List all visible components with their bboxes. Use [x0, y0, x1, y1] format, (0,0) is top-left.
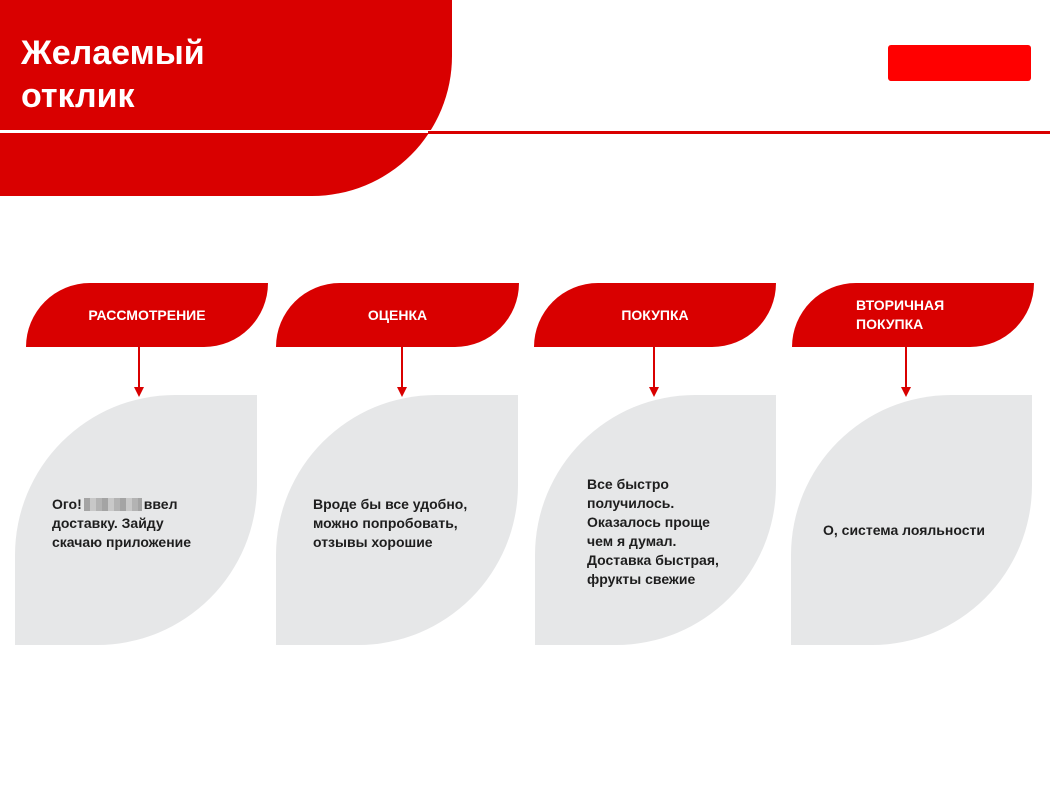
response-text: Вроде бы все удобно, можно попробовать, … — [313, 496, 468, 550]
stage-tab-evaluation: ОЦЕНКА — [276, 283, 519, 347]
header-red-button[interactable] — [888, 45, 1031, 81]
stage-label: РАССМОТРЕНИЕ — [88, 306, 206, 323]
stage-label: ПОКУПКА — [621, 306, 689, 323]
page-title: Желаемый отклик — [21, 32, 205, 118]
arrow-down-icon — [649, 347, 659, 397]
title-line-1: Желаемый — [21, 34, 205, 72]
stage-label: ОЦЕНКА — [367, 306, 428, 323]
stage-tab-purchase: ПОКУПКА — [534, 283, 776, 347]
response-card-repeat-purchase — [791, 395, 1032, 645]
title-line-2: отклик — [21, 77, 135, 115]
stage-tab-repeat-purchase: ВТОРИЧНАЯ ПОКУПКА — [792, 283, 1034, 347]
stage-tab-consideration: РАССМОТРЕНИЕ — [26, 283, 268, 347]
header-banner — [0, 0, 452, 196]
arrow-down-icon — [134, 347, 144, 397]
stage-label: ВТОРИЧНАЯ ПОКУПКА — [856, 297, 945, 332]
arrow-down-icon — [397, 347, 407, 397]
redacted-brand-name — [83, 498, 142, 511]
response-text: О, система лояльности — [823, 522, 985, 538]
response-text: Все быстро получилось. Оказалось проще ч… — [587, 476, 719, 587]
response-text: Ого!ввел доставку. Зайду скачаю приложен… — [52, 496, 192, 550]
header-divider — [0, 130, 1050, 136]
arrow-down-icon — [901, 347, 911, 397]
